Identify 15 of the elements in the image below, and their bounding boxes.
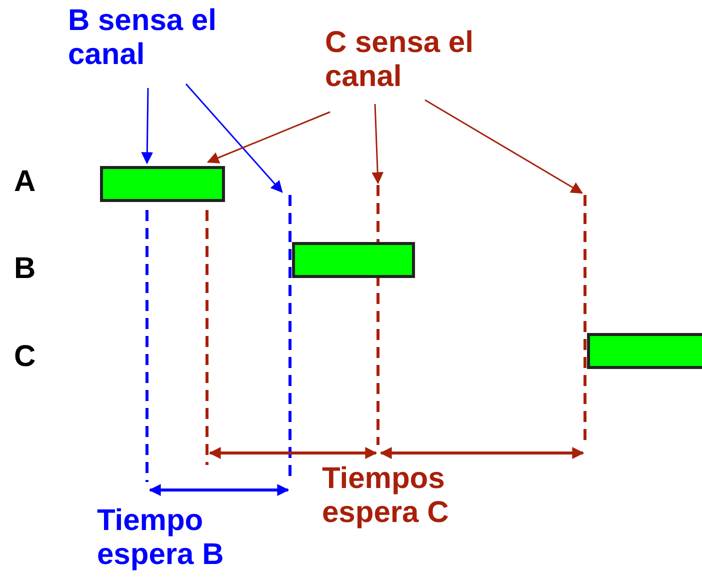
row-label: B [14, 252, 37, 286]
axis-note: Tiempos espera C [322, 462, 450, 530]
row-label: C [14, 340, 37, 374]
axis-note: Tiempo espera B [97, 504, 225, 572]
annotation-text: B sensa el canal [68, 4, 278, 72]
transmission-bar [587, 333, 702, 369]
annotation-text: C sensa el canal [325, 26, 525, 94]
leader-arrow [372, 104, 384, 184]
leader-arrow [141, 88, 154, 164]
row-label: A [14, 165, 37, 199]
leader-arrow [185, 84, 283, 193]
transmission-bar [292, 242, 415, 278]
leader-arrow [206, 111, 330, 164]
transmission-bar [100, 166, 225, 202]
leader-arrow [424, 99, 584, 194]
